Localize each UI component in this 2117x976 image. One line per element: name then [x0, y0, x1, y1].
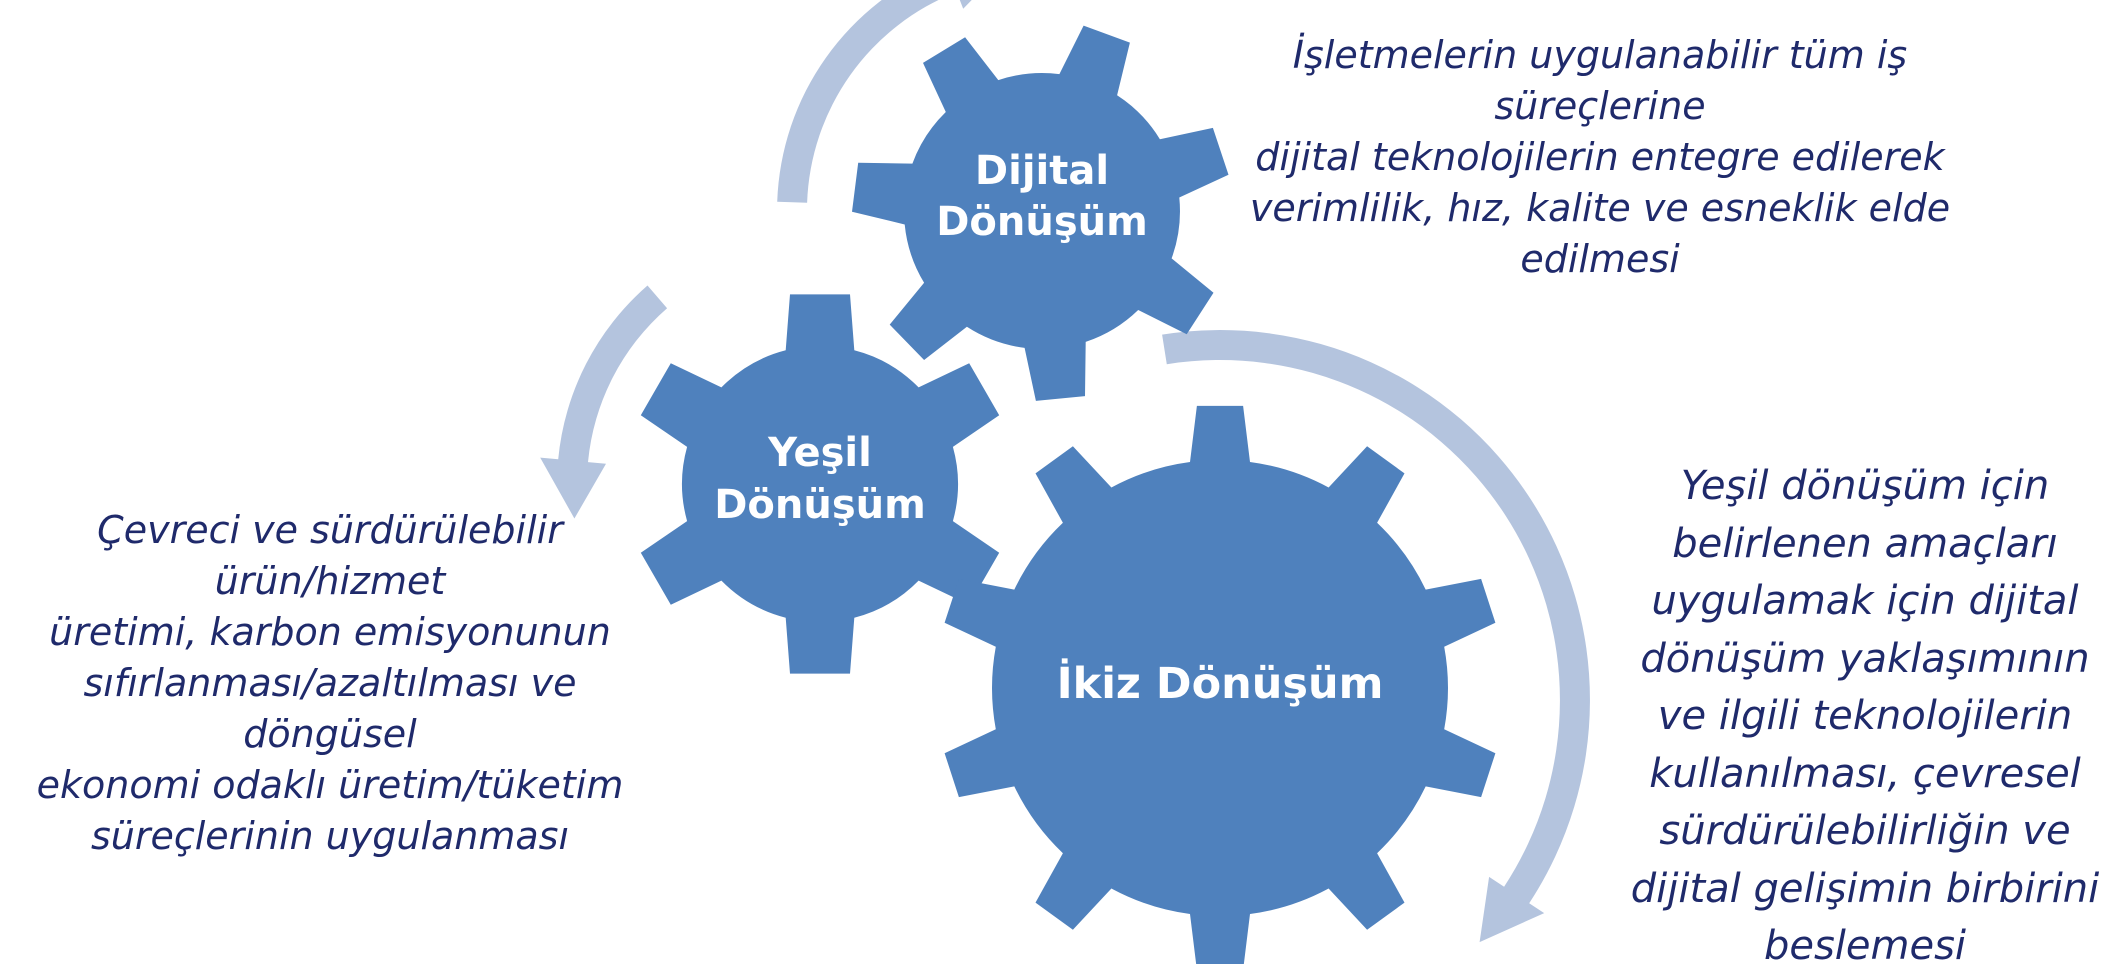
ikiz-description: Yeşil dönüşüm için belirlenen amaçları u…: [1630, 463, 2100, 969]
gear-ikiz-label: İkiz Dönüşüm: [1057, 658, 1384, 709]
gear-dijital: Dijital Dönüşüm: [852, 25, 1229, 401]
arrow-yesil-to-dijital: [777, 0, 972, 203]
arrow-dijital-to-yesil: [540, 285, 668, 519]
yesil-description: Çevreci ve sürdürülebilir ürün/hizmet ür…: [36, 508, 624, 858]
gear-dijital-shape: [852, 25, 1229, 401]
svg-text:Yeşil: Yeşil: [767, 430, 872, 476]
gear-ikiz: İkiz Dönüşüm: [944, 405, 1496, 964]
gear-ikiz-shape: [944, 405, 1496, 964]
gear-dijital-label-line2: Dönüşüm: [936, 199, 1148, 245]
svg-text:Dönüşüm: Dönüşüm: [936, 199, 1148, 245]
svg-text:Dönüşüm: Dönüşüm: [714, 482, 926, 528]
gear-yesil-shape: [640, 294, 1000, 674]
svg-text:İkiz Dönüşüm: İkiz Dönüşüm: [1057, 658, 1384, 709]
svg-text:Dijital: Dijital: [975, 148, 1109, 194]
gear-yesil-label-line1: Yeşil: [767, 430, 872, 476]
arrow-dijital-to-ikiz: [1162, 330, 1590, 943]
gear-yesil: Yeşil Dönüşüm: [640, 294, 1000, 674]
gear-yesil-label-line2: Dönüşüm: [714, 482, 926, 528]
gear-dijital-label-line1: Dijital: [975, 148, 1109, 194]
dijital-description: İşletmelerin uygulanabilir tüm iş süreçl…: [1249, 33, 1951, 281]
